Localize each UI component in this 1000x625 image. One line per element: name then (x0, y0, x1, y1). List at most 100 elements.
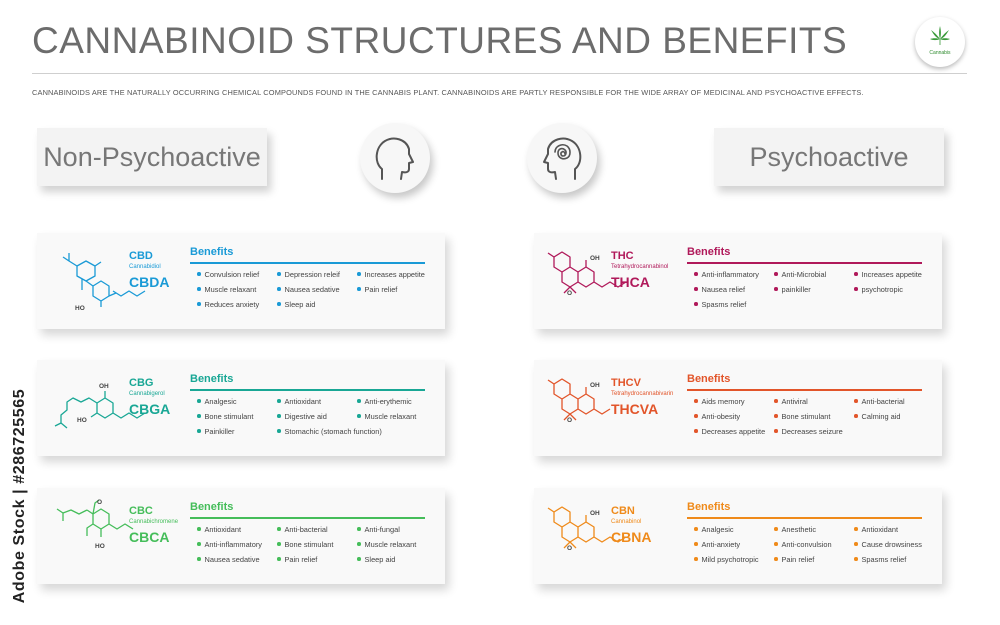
svg-text:OH: OH (590, 382, 600, 389)
benefits-underline (190, 262, 425, 264)
molecule-structure-icon: OH HO (54, 383, 146, 429)
benefit-label: Antioxidant (284, 397, 322, 406)
benefit-label: Nausea sedative (284, 285, 340, 294)
benefit-label: psychotropic (861, 285, 904, 294)
benefit-label: Sleep aid (284, 300, 316, 309)
bullet-icon (277, 287, 281, 291)
benefit-label: Anti-fungal (364, 525, 400, 534)
benefit-label: Increases appetite (861, 270, 922, 279)
cannabis-leaf-icon (930, 26, 950, 45)
benefit-item: Bone stimulant (774, 412, 830, 421)
benefit-item: Mild psychotropic (694, 555, 759, 564)
head-circle-left (360, 123, 430, 193)
benefit-item: Aids memory (694, 397, 745, 406)
bullet-icon (774, 527, 778, 531)
benefits-underline (687, 262, 922, 264)
benefit-item: Anti-bacterial (854, 397, 905, 406)
non-psychoactive-header: Non-Psychoactive (37, 128, 267, 186)
psychoactive-header: Psychoactive (714, 128, 944, 186)
bullet-icon (197, 272, 201, 276)
bullet-icon (197, 399, 201, 403)
bullet-icon (197, 302, 201, 306)
benefit-item: Analgesic (694, 525, 734, 534)
benefit-label: Pain relief (284, 555, 318, 564)
benefit-item: Muscle relaxant (197, 285, 256, 294)
benefit-label: painkiller (781, 285, 811, 294)
bullet-icon (357, 399, 361, 403)
compound-name: Tetrahydrocannabivarin (611, 391, 674, 397)
compound-abbr: CBC (129, 505, 153, 517)
molecule-structure-icon: HO (62, 253, 146, 312)
compound-abbr: THCV (611, 377, 641, 389)
bullet-icon (854, 414, 858, 418)
benefit-item: Sleep aid (357, 555, 395, 564)
benefit-label: Digestive aid (284, 412, 327, 421)
bullet-icon (694, 429, 698, 433)
benefit-item: Anti-Microbial (774, 270, 826, 279)
intro-text: Cannabinoids are the naturally occurring… (32, 88, 864, 97)
benefit-item: Antioxidant (854, 525, 898, 534)
benefit-item: Nausea relief (694, 285, 745, 294)
molecule-structure-icon: OHO (547, 378, 611, 424)
benefit-item: Digestive aid (277, 412, 327, 421)
svg-text:OH: OH (590, 255, 600, 262)
benefit-label: Mild psychotropic (701, 555, 759, 564)
benefit-item: Cause drowsiness (854, 540, 922, 549)
benefits-underline (687, 389, 922, 391)
benefits-title: Benefits (190, 373, 234, 385)
svg-text:HO: HO (77, 417, 87, 424)
svg-text:OH: OH (99, 383, 109, 390)
compound-abbr: CBG (129, 377, 154, 389)
benefit-item: Anti-erythemic (357, 397, 412, 406)
benefit-label: Painkiller (204, 427, 235, 436)
benefit-label: Anti-inflammatory (701, 270, 760, 279)
bullet-icon (854, 399, 858, 403)
benefit-item: Stomachic (stomach function) (277, 427, 382, 436)
benefit-label: Anti-bacterial (284, 525, 328, 534)
benefit-item: Anti-inflammatory (694, 270, 759, 279)
benefit-label: Anesthetic (781, 525, 817, 534)
benefit-label: Bone stimulant (781, 412, 831, 421)
benefit-label: Anti-Microbial (781, 270, 827, 279)
bullet-icon (277, 399, 281, 403)
bullet-icon (774, 399, 778, 403)
bullet-icon (774, 287, 778, 291)
compound-abbr: CBD (129, 250, 153, 262)
compound-name: Cannabidiol (129, 264, 161, 270)
bullet-icon (357, 527, 361, 531)
benefit-label: Muscle relaxant (364, 412, 417, 421)
benefits-title: Benefits (687, 373, 731, 385)
benefit-item: Bone stimulant (197, 412, 253, 421)
benefit-item: Muscle relaxant (357, 412, 416, 421)
benefit-item: Sleep aid (277, 300, 315, 309)
head-swirl-icon (543, 137, 582, 180)
bullet-icon (854, 272, 858, 276)
benefit-label: Reduces anxiety (204, 300, 260, 309)
benefit-label: Pain relief (781, 555, 815, 564)
benefit-label: Bone stimulant (204, 412, 254, 421)
bullet-icon (277, 429, 281, 433)
bullet-icon (774, 429, 778, 433)
bullet-icon (357, 542, 361, 546)
bullet-icon (197, 557, 201, 561)
bullet-icon (197, 414, 201, 418)
acid-form-abbr: CBGA (129, 401, 171, 417)
benefit-item: Bone stimulant (277, 540, 333, 549)
benefit-item: Muscle relaxant (357, 540, 416, 549)
benefits-underline (190, 517, 425, 519)
svg-text:O: O (567, 545, 572, 552)
benefit-item: psychotropic (854, 285, 903, 294)
bullet-icon (357, 557, 361, 561)
benefits-title: Benefits (190, 501, 234, 513)
benefit-label: Antioxidant (204, 525, 242, 534)
benefit-label: Sleep aid (364, 555, 396, 564)
bullet-icon (854, 557, 858, 561)
svg-text:O: O (567, 290, 572, 297)
compound-abbr: CBN (611, 505, 635, 517)
benefit-label: Muscle relaxant (204, 285, 257, 294)
benefit-label: Analgesic (204, 397, 237, 406)
benefit-item: Anti-convulsion (774, 540, 832, 549)
